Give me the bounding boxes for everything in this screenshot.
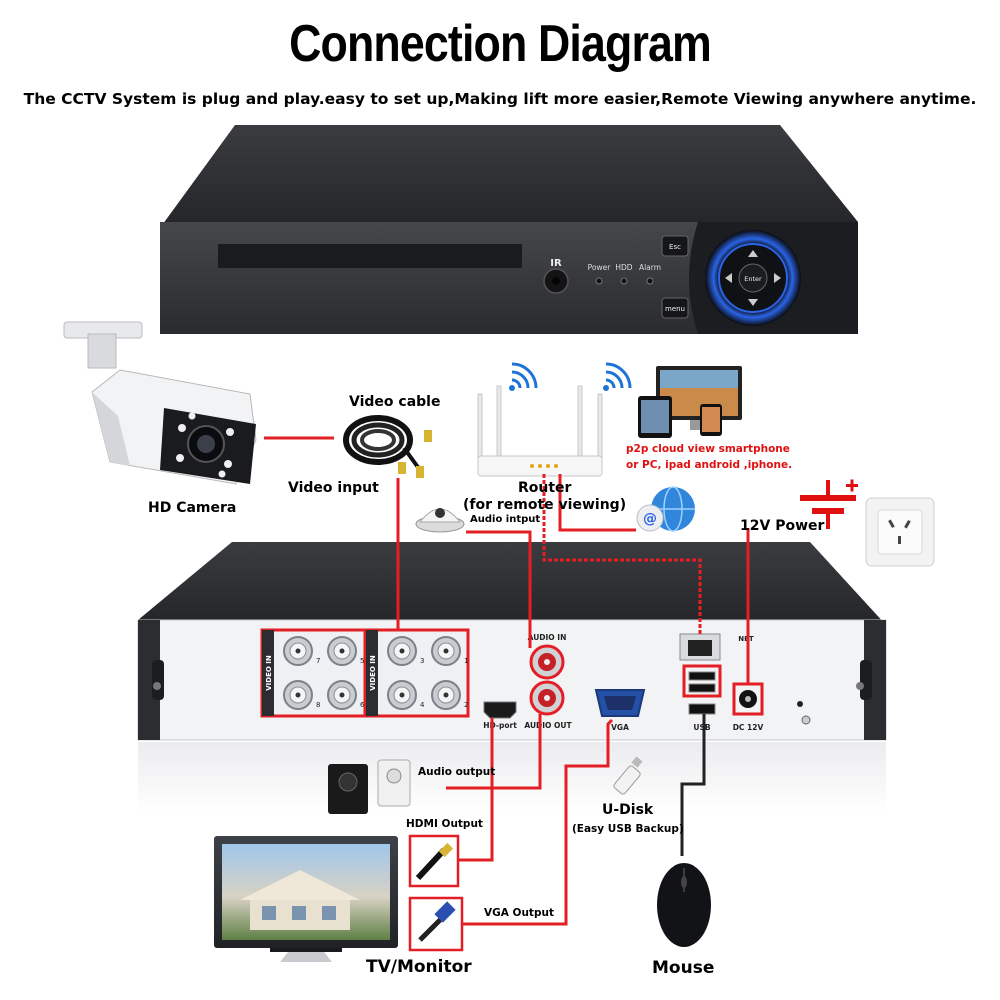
- ir-label: IR: [550, 258, 562, 269]
- audio-out-port-label: AUDIO OUT: [524, 721, 572, 730]
- wire-audio-out-to-speaker: [446, 714, 542, 790]
- p2p-line1-label: p2p cloud view smartphone: [626, 443, 790, 455]
- wire-usb-to-mouse: [680, 714, 706, 856]
- ground-screw-icon: [801, 715, 811, 725]
- diagram-title: Connection Diagram: [289, 15, 712, 73]
- video-cable-icon: [343, 415, 432, 478]
- power-symbol-icon: [800, 479, 858, 529]
- bnc-connector-5: 5: [327, 636, 364, 666]
- connection-wires: [264, 436, 750, 926]
- audio-output-label: Audio output: [418, 766, 496, 778]
- microphone-icon: [415, 508, 465, 533]
- internet-globe-icon: @: [636, 486, 695, 532]
- hdd-led-icon: [620, 277, 628, 285]
- vga-port: [594, 689, 646, 717]
- bnc-channel-label: 4: [420, 701, 425, 709]
- audio-out-port: [529, 680, 565, 716]
- enter-button: [738, 263, 768, 293]
- wire-mic-to-audio-in: [466, 530, 532, 648]
- hdmi-output-label: HDMI Output: [406, 818, 483, 830]
- power-12v-label: 12V Power: [740, 518, 825, 534]
- usb-ports: [682, 664, 722, 715]
- bnc-connector-2: 2: [431, 680, 468, 710]
- alarm-led-label: Alarm: [639, 263, 661, 272]
- wire-vga-to-monitor: [462, 718, 614, 926]
- dvr-front-unit: IR Power HDD Alarm Esc menu Enter: [160, 125, 858, 334]
- u-disk-label: U-Disk: [602, 802, 654, 818]
- video-cable-label: Video cable: [349, 394, 441, 410]
- arrow-left-icon: [725, 273, 732, 283]
- power-led-label: Power: [588, 263, 612, 272]
- bnc-connector-7: 7: [283, 636, 320, 666]
- bnc-channel-label: 8: [316, 701, 320, 709]
- esc-button-label: Esc: [669, 243, 681, 251]
- router-note-label: (for remote viewing): [463, 497, 627, 513]
- bnc-channel-label: 3: [420, 657, 424, 665]
- esc-button: [661, 235, 689, 257]
- arrow-right-icon: [774, 273, 781, 283]
- bnc-connector-3: 3: [387, 636, 424, 666]
- bnc-channel-label: 5: [360, 657, 364, 665]
- dvr-top-surface: [160, 125, 858, 228]
- audio-in-port: [529, 644, 565, 680]
- video-in-label: VIDEO IN: [265, 655, 273, 691]
- audio-in-port-label: AUDIO IN: [528, 633, 567, 642]
- bnc-connector-6: 6: [327, 680, 365, 710]
- hdd-led-label: HDD: [615, 263, 632, 272]
- alarm-led-icon: [646, 277, 654, 285]
- bnc-ports: 7 5 3 1 8 6 4 2: [283, 636, 468, 710]
- wire-router-to-net: [542, 474, 702, 634]
- wifi-signal-icon: [603, 362, 632, 391]
- bnc-connector-1: 1: [431, 636, 468, 666]
- enter-button-label: Enter: [744, 275, 762, 283]
- router-label: Router: [518, 480, 572, 496]
- bnc-channel-label: 2: [464, 701, 468, 709]
- hdmi-cable-icon: [408, 834, 460, 888]
- hd-port-label: HD-port: [483, 721, 517, 730]
- net-label: NET: [738, 635, 754, 643]
- vga-output-label: VGA Output: [484, 907, 554, 919]
- power-led-icon: [595, 277, 603, 285]
- remote-devices-icon: [638, 366, 742, 438]
- bnc-channel-label: 7: [316, 657, 320, 665]
- usb-label: USB: [693, 723, 710, 732]
- hd-camera-label: HD Camera: [148, 500, 237, 516]
- mouse-label: Mouse: [652, 958, 715, 978]
- u-disk-note-label: (Easy USB Backup): [572, 823, 684, 835]
- dvr-rear-unit: [137, 542, 887, 812]
- speaker-icon: [328, 759, 411, 814]
- bnc-channel-label: 1: [464, 657, 468, 665]
- vga-port-label: VGA: [611, 723, 629, 732]
- net-port: [679, 633, 721, 661]
- menu-button: [661, 297, 689, 319]
- wifi-signal-icon: [509, 362, 538, 391]
- router-icon: [477, 385, 603, 477]
- p2p-line2-label: or PC, ipad android ,iphone.: [626, 459, 793, 471]
- vga-cable-icon: [408, 896, 464, 952]
- mouse-icon: [657, 863, 711, 947]
- wire-hdmi-to-monitor: [458, 718, 494, 862]
- wall-socket-icon: [865, 497, 935, 567]
- video-input-label: Video input: [288, 480, 379, 496]
- diagram-subtitle: The CCTV System is plug and play.easy to…: [23, 90, 977, 108]
- bnc-connector-4: 4: [387, 680, 425, 710]
- wire-internet-to-router: [558, 474, 636, 532]
- dvr-display-window: [218, 244, 522, 268]
- dvr-rear-top-surface: [138, 542, 886, 625]
- video-in-label: VIDEO IN: [369, 655, 377, 691]
- arrow-up-icon: [748, 250, 758, 257]
- tv-monitor-label: TV/Monitor: [366, 957, 472, 977]
- dc-12v-label: DC 12V: [733, 723, 764, 732]
- audio-input-label: Audio intput: [470, 514, 541, 525]
- bnc-connector-8: 8: [283, 680, 320, 710]
- svg-text:@: @: [643, 511, 657, 527]
- usb-flash-drive-icon: [613, 756, 643, 795]
- menu-button-label: menu: [665, 305, 685, 313]
- hd-camera-icon: [63, 321, 257, 485]
- hdmi-port: [483, 701, 517, 719]
- arrow-down-icon: [748, 299, 758, 306]
- tv-monitor-icon: [214, 836, 398, 962]
- bnc-channel-label: 6: [360, 701, 365, 709]
